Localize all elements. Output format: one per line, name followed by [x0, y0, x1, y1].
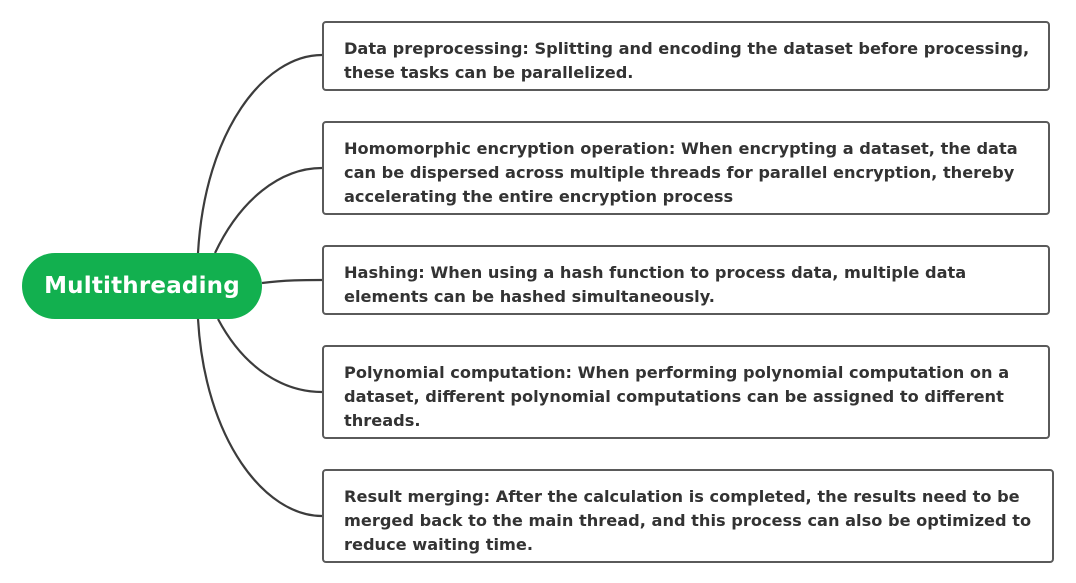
- branch-text-hashing: Hashing: When using a hash function to p…: [344, 262, 967, 306]
- branch-text-data-preprocessing: Data preprocessing: Splitting and encodi…: [344, 38, 1030, 82]
- branch-hashing: Hashing: When using a hash function to p…: [322, 245, 1050, 315]
- branch-polynomial-computation: Polynomial computation: When performing …: [322, 345, 1050, 439]
- connector-polynomial-computation: [217, 318, 323, 394]
- root-node-multithreading: Multithreading: [22, 253, 262, 319]
- branch-result-merging: Result merging: After the calculation is…: [322, 469, 1054, 563]
- branch-text-result-merging: Result merging: After the calculation is…: [344, 486, 1032, 554]
- branch-homomorphic-encryption: Homomorphic encryption operation: When e…: [322, 121, 1050, 215]
- connector-data-preprocessing: [196, 53, 323, 254]
- connector-hashing: [261, 278, 323, 285]
- connector-homomorphic-encryption: [214, 166, 323, 254]
- root-label: Multithreading: [44, 273, 240, 299]
- branch-text-polynomial-computation: Polynomial computation: When performing …: [344, 362, 1010, 430]
- branch-text-homomorphic-encryption: Homomorphic encryption operation: When e…: [344, 138, 1018, 206]
- branch-data-preprocessing: Data preprocessing: Splitting and encodi…: [322, 21, 1050, 91]
- connector-result-merging: [196, 318, 323, 518]
